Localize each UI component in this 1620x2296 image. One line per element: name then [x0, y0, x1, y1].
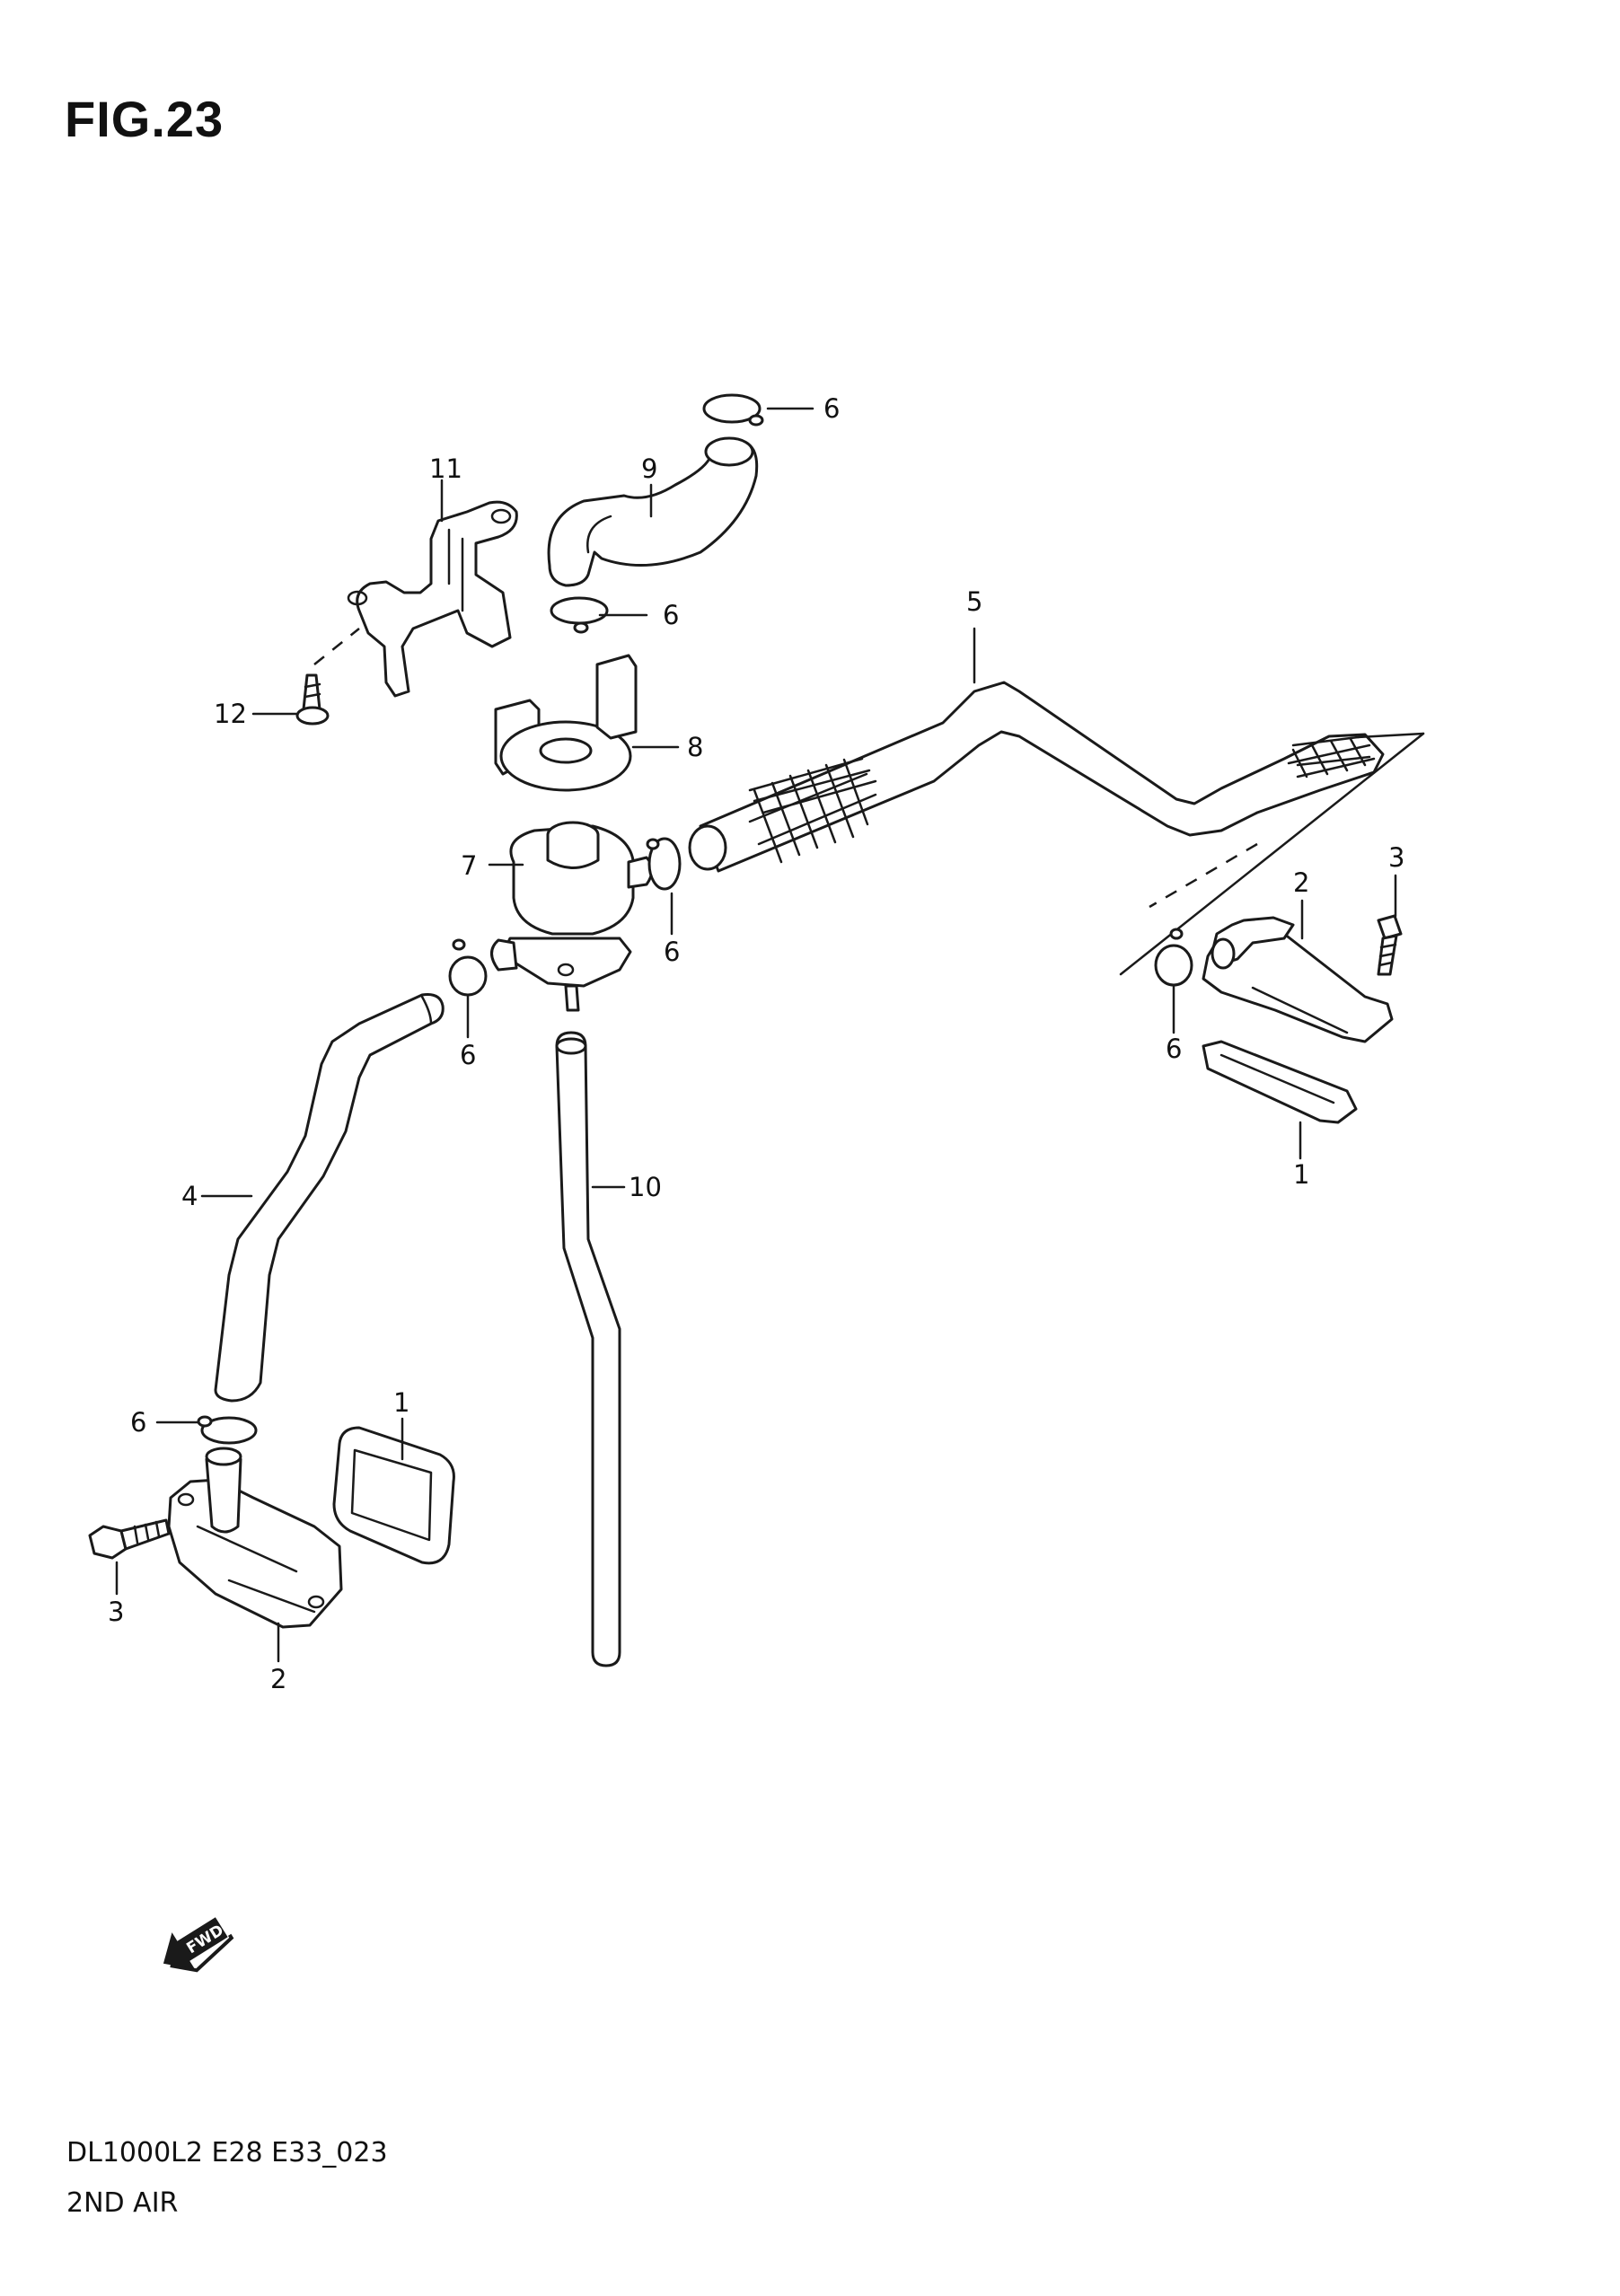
head-plane-dashed — [1149, 842, 1258, 909]
callout-8: 8 — [687, 732, 703, 762]
hose-part-4[interactable] — [214, 993, 445, 1403]
damper-part-8[interactable] — [494, 654, 638, 792]
callout-6-valve-left: 6 — [460, 1040, 476, 1070]
screw-leader-line — [313, 628, 360, 665]
bracket-part-11[interactable] — [347, 500, 518, 698]
screw-part-12[interactable] — [295, 673, 330, 726]
callout-labels: 11 12 9 6 6 5 8 7 6 6 2 3 6 1 4 10 1 6 3… — [108, 393, 1404, 1694]
callout-6-upper: 6 — [663, 600, 679, 630]
clamp-part-6-lower-left[interactable] — [197, 1415, 258, 1445]
callout-3-right: 3 — [1388, 842, 1404, 873]
callout-10: 10 — [629, 1172, 662, 1202]
callout-2-right: 2 — [1293, 867, 1309, 898]
figure-title: FIG.23 — [65, 91, 225, 147]
callout-4: 4 — [181, 1181, 198, 1211]
callout-5: 5 — [966, 586, 982, 617]
bolt-part-3-left[interactable] — [88, 1518, 171, 1560]
callout-6-lower-left: 6 — [130, 1407, 146, 1438]
callout-1-right: 1 — [1293, 1159, 1309, 1190]
clamp-part-6-upper-mid[interactable] — [550, 596, 609, 634]
hose-5-mesh-left — [748, 758, 877, 864]
reed-cover-part-2-left[interactable] — [167, 1447, 343, 1629]
callout-9: 9 — [641, 453, 657, 484]
callout-6-top: 6 — [823, 393, 840, 424]
callout-12: 12 — [214, 699, 247, 729]
hose-part-10[interactable] — [555, 1031, 621, 1667]
figure-name: 2ND AIR — [66, 2187, 179, 2219]
callout-11: 11 — [429, 453, 462, 484]
bolt-part-3-right[interactable] — [1377, 914, 1403, 976]
gasket-part-1-right[interactable] — [1202, 1040, 1358, 1124]
clamp-part-6-right[interactable] — [1154, 928, 1193, 987]
callout-1-left: 1 — [393, 1387, 409, 1418]
callout-6-right: 6 — [1166, 1034, 1182, 1064]
callout-6-valve-right: 6 — [664, 937, 680, 967]
callout-7: 7 — [461, 850, 477, 881]
hose-5-mesh-right — [1287, 737, 1376, 779]
hose-part-9[interactable] — [547, 436, 759, 587]
clamp-part-6-top[interactable] — [702, 393, 764, 427]
callout-3-left: 3 — [108, 1597, 124, 1627]
leader-lines — [115, 407, 1397, 1663]
gasket-part-1-left[interactable] — [332, 1426, 455, 1565]
reed-cover-part-2-right[interactable] — [1202, 916, 1394, 1043]
reed-valve-part-7[interactable] — [490, 821, 654, 1012]
clamp-part-6-valve-left[interactable] — [448, 938, 488, 997]
callout-2-left: 2 — [270, 1664, 286, 1694]
drawing-code: DL1000L2 E28 E33_023 — [66, 2137, 388, 2168]
fwd-arrow-icon: FWD — [163, 1917, 234, 1973]
clamp-part-6-valve-right[interactable] — [646, 837, 682, 891]
head-plane-line-2 — [1356, 732, 1425, 739]
